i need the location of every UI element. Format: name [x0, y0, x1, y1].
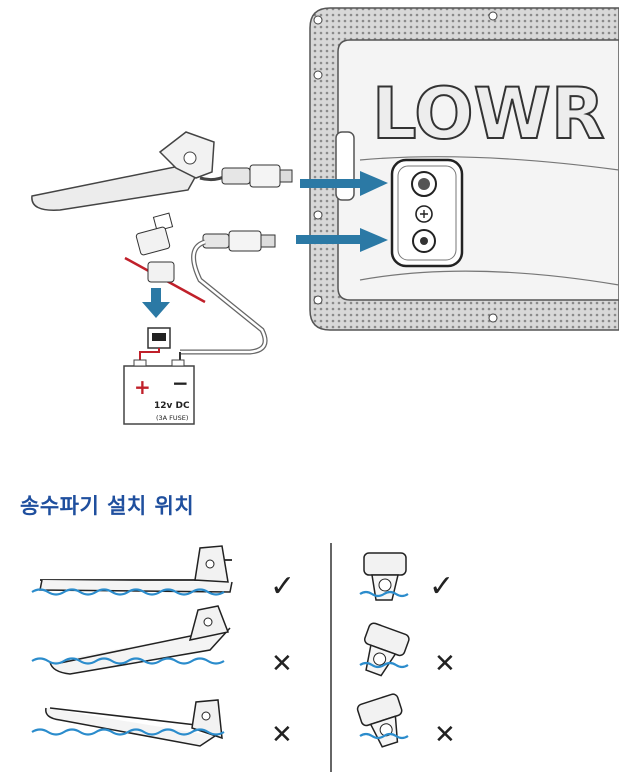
battery: + − 12v DC (3A FUSE) [123, 327, 195, 425]
fuse-holder [124, 212, 206, 304]
fishfinder-unit: LOWR [309, 7, 619, 331]
x-mark-row2-left: ✕ [271, 649, 293, 679]
brand-logo: LOWR [372, 73, 605, 155]
front-view-correct [359, 552, 409, 601]
battery-plus-sign: + [134, 375, 151, 399]
check-mark-row1-right: ✓ [429, 569, 454, 604]
power-cable-connector [202, 230, 276, 252]
x-mark-row2-right: ✕ [434, 649, 456, 679]
connect-arrow-transducer [300, 171, 388, 196]
connect-arrow-power [296, 228, 388, 252]
side-view-correct [31, 545, 233, 596]
battery-minus-sign: − [172, 371, 189, 395]
battery-fuse-label: (3A FUSE) [156, 414, 188, 422]
battery-voltage-label: 12v DC [154, 401, 190, 411]
x-mark-row3-left: ✕ [271, 720, 293, 750]
down-arrow [142, 288, 170, 318]
check-mark-row1-left: ✓ [270, 569, 295, 604]
x-mark-row3-right: ✕ [434, 720, 456, 750]
side-view-wrong-tilted-down [31, 699, 225, 747]
side-view-wrong-tilted-up [31, 605, 231, 675]
transducer [31, 131, 227, 211]
front-view-wrong-tilted-right [363, 622, 410, 677]
front-view-wrong-tilted-left [356, 693, 403, 748]
section-heading: 송수파기 설치 위치 [20, 494, 195, 518]
transducer-cable-connector [221, 164, 293, 188]
